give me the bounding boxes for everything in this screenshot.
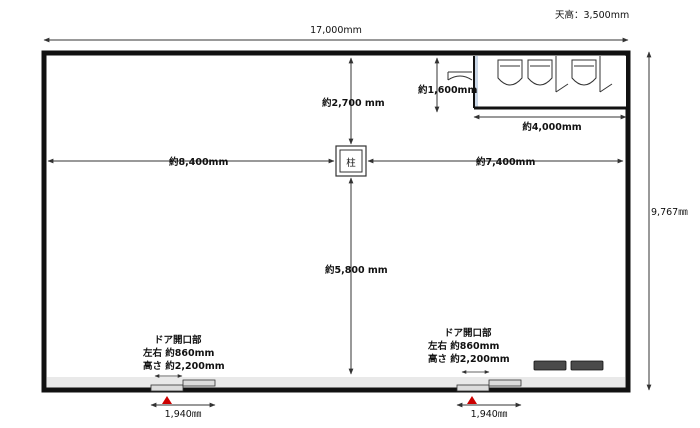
door-left-title: ドア開口部 — [154, 334, 202, 346]
door-left-width: 左右 約860mm — [142, 347, 215, 359]
door-right-height: 高さ 約2,200mm — [428, 353, 510, 365]
floor-strip — [47, 377, 625, 388]
door-left: ドア開口部 左右 約860mm 高さ 約2,200mm 1,940㎜ — [142, 334, 225, 420]
restroom-depth-label: 約1,600mm — [418, 84, 477, 96]
door-left-span: 1,940㎜ — [165, 409, 202, 420]
pillar-to-right-label: 約7,400mm — [476, 156, 535, 168]
restroom-width-label: 約4,000mm — [522, 121, 581, 133]
door-right-marker — [467, 396, 477, 404]
door-right: ドア開口部 左右 約860mm 高さ 約2,200mm 1,940㎜ — [427, 327, 522, 420]
door-right-title: ドア開口部 — [444, 327, 492, 339]
pillar: 柱 — [335, 145, 367, 177]
door-left-panel-a — [150, 384, 184, 392]
door-right-panel-a — [456, 384, 490, 392]
toilet-stalls — [497, 56, 613, 93]
pillar-to-left-label: 約8,400mm — [169, 156, 228, 168]
depth-total-label: 9,767㎜ — [651, 207, 688, 218]
equipment-unit-2 — [570, 360, 604, 371]
width-total-label: 17,000mm — [310, 25, 362, 36]
pillar-label: 柱 — [346, 157, 356, 169]
restroom-door — [447, 71, 473, 81]
door-left-height: 高さ 約2,200mm — [143, 360, 225, 372]
pillar-to-bottom-label: 約5,800 mm — [325, 264, 388, 276]
door-left-marker — [162, 396, 172, 404]
outer-wall — [41, 50, 631, 393]
pillar-to-top-label: 約2,700 mm — [322, 97, 385, 109]
equipment-unit-1 — [533, 360, 567, 371]
ceiling-height-label: 天高：3,500mm — [555, 9, 629, 21]
door-left-panel-b — [182, 379, 216, 387]
door-right-span: 1,940㎜ — [471, 409, 508, 420]
door-right-width: 左右 約860mm — [427, 340, 500, 352]
door-right-panel-b — [488, 379, 522, 387]
